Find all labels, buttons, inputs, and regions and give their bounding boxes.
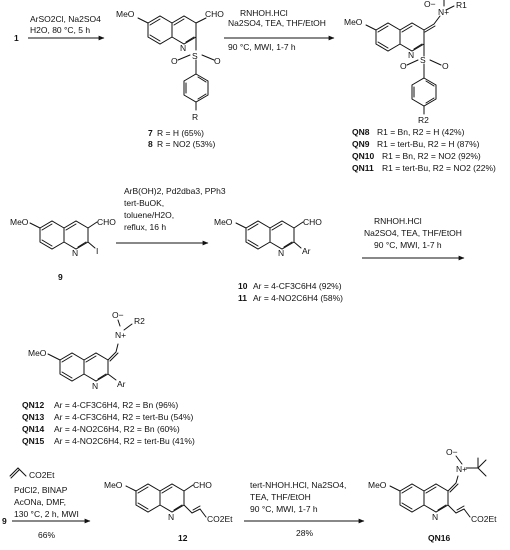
cho-label-10: CHO xyxy=(303,217,322,227)
product-11-id: 11 xyxy=(238,293,247,303)
cho-label-9: CHO xyxy=(97,217,116,227)
product-qn14-id: QN14 xyxy=(22,424,44,434)
n-label-qn12: N xyxy=(92,381,98,391)
meo-label-qn16: MeO xyxy=(368,480,387,490)
i-label-9: I xyxy=(96,246,98,256)
product-7-id: 7 xyxy=(148,128,153,138)
r-label-7: R xyxy=(192,112,198,122)
s-label-7: S xyxy=(192,51,198,61)
product-11-text: Ar = 4-NO2C6H4 (58%) xyxy=(253,293,343,303)
step6-line1: tert-NHOH.HCl, Na2SO4, xyxy=(250,480,346,490)
product-qn8-id: QN8 xyxy=(352,127,370,137)
step3-line2: tert-BuOK, xyxy=(124,198,164,208)
r2-label-qn8: R2 xyxy=(418,115,429,125)
co2et-label-reagent: CO2Et xyxy=(29,470,55,480)
n-label-7: N xyxy=(180,43,186,53)
s-label-qn8: S xyxy=(420,55,426,65)
step6-line3: 90 °C, MWI, 1-7 h xyxy=(250,504,318,514)
cho-label-7: CHO xyxy=(205,9,224,19)
product-qn15-text: Ar = 4-NO2C6H4, R2 = tert-Bu (41%) xyxy=(54,436,195,446)
compound-1-label: 1 xyxy=(14,33,19,43)
product-10-text: Ar = 4-CF3C6H4 (92%) xyxy=(253,281,342,291)
nplus-label-qn16: N+ xyxy=(456,464,467,474)
compound-10-11-structure xyxy=(235,220,304,250)
product-qn9-id: QN9 xyxy=(352,139,370,149)
step2-line2: Na2SO4, TEA, THF/EtOH xyxy=(228,18,326,28)
o-label-qn8b: O xyxy=(442,61,449,71)
r2-label-qn12: R2 xyxy=(134,316,145,326)
ar-label-10: Ar xyxy=(302,246,311,256)
product-qn14-text: Ar = 4-NO2C6H4, R2 = Bn (60%) xyxy=(54,424,180,434)
meo-label-12: MeO xyxy=(104,480,123,490)
product-qn11-id: QN11 xyxy=(352,163,374,173)
ominus-label-qn16: O− xyxy=(446,447,458,457)
meo-label-qn12: MeO xyxy=(28,348,47,358)
step6-yield: 28% xyxy=(296,528,313,538)
product-qn12-text: Ar = 4-CF3C6H4, R2 = Bn (96%) xyxy=(54,400,178,410)
meo-label-7: MeO xyxy=(116,9,135,19)
n-label-qn8: N xyxy=(408,50,414,60)
compound-9-structure xyxy=(29,220,98,250)
product-qn10-text: R1 = Bn, R2 = NO2 (92%) xyxy=(382,151,481,161)
ethyl-acrylate-structure xyxy=(9,467,27,479)
product-8-id: 8 xyxy=(148,139,153,149)
n-label-9: N xyxy=(72,248,78,258)
step5-yield: 66% xyxy=(38,530,55,540)
product-8-text: R = NO2 (53%) xyxy=(157,139,216,149)
compound-12-label: 12 xyxy=(178,533,188,543)
step5-line1: PdCl2, BINAP xyxy=(14,485,68,495)
step1-line1: ArSO2Cl, Na2SO4 xyxy=(30,14,101,24)
n-label-12: N xyxy=(168,512,174,522)
compound-9-row4-label: 9 xyxy=(2,516,7,526)
product-10-id: 10 xyxy=(238,281,248,291)
step3-line4: reflux, 16 h xyxy=(124,222,166,232)
co2et-label-qn16: CO2Et xyxy=(471,514,497,524)
step3-line1: ArB(OH)2, Pd2dba3, PPh3 xyxy=(124,186,226,196)
compound-qn16-label: QN16 xyxy=(428,533,450,543)
step4-line2: Na2SO4, TEA, THF/EtOH xyxy=(364,228,462,238)
nplus-label-qn12: N+ xyxy=(115,330,126,340)
r1-label-qn8: R1 xyxy=(456,0,467,10)
meo-label-10: MeO xyxy=(214,217,233,227)
product-qn11-text: R1 = tert-Bu, R2 = NO2 (22%) xyxy=(382,163,496,173)
n-label-10: N xyxy=(278,248,284,258)
compound-qn16-structure xyxy=(389,455,487,518)
product-7-text: R = H (65%) xyxy=(157,128,204,138)
ominus-label-qn8: O− xyxy=(424,0,436,9)
nplus-label-qn8: N+ xyxy=(438,7,449,17)
compound-qn12-15-structure xyxy=(47,319,133,382)
product-qn13-id: QN13 xyxy=(22,412,44,422)
o-label-7a: O xyxy=(171,56,178,66)
cho-label-12: CHO xyxy=(193,480,212,490)
compound-12-structure xyxy=(125,483,207,518)
n-label-qn16: N xyxy=(432,512,438,522)
step1-line2: H2O, 80 °C, 5 h xyxy=(30,25,90,35)
step2-line3: 90 °C, MWI, 1-7 h xyxy=(228,42,296,52)
meo-label-9: MeO xyxy=(10,217,29,227)
ar-label-qn12: Ar xyxy=(117,379,126,389)
o-label-7b: O xyxy=(214,56,221,66)
step3-line3: toluene/H2O, xyxy=(124,210,174,220)
step5-line2: AcONa, DMF, xyxy=(14,497,66,507)
product-qn10-id: QN10 xyxy=(352,151,374,161)
product-qn8-text: R1 = Bn, R2 = H (42%) xyxy=(377,127,465,137)
product-qn13-text: Ar = 4-CF3C6H4, R2 = tert-Bu (54%) xyxy=(54,412,194,422)
product-qn12-id: QN12 xyxy=(22,400,44,410)
step4-line1: RNHOH.HCl xyxy=(374,216,422,226)
product-qn9-text: R1 = tert-Bu, R2 = H (87%) xyxy=(377,139,480,149)
compound-qn8-11-structure xyxy=(365,0,455,115)
step4-line3: 90 °C, MWI, 1-7 h xyxy=(374,240,442,250)
o-label-qn8a: O xyxy=(400,61,407,71)
meo-label-qn8: MeO xyxy=(344,17,363,27)
compound-9-label: 9 xyxy=(58,272,63,282)
step5-line3: 130 °C, 2 h, MWI xyxy=(14,509,79,519)
compound-7-8-structure xyxy=(137,15,215,111)
product-qn15-id: QN15 xyxy=(22,436,44,446)
step6-line2: TEA, THF/EtOH xyxy=(250,492,311,502)
ominus-label-qn12: O− xyxy=(112,310,124,320)
co2et-label-12: CO2Et xyxy=(207,514,233,524)
step2-line1: RNHOH.HCl xyxy=(240,8,288,18)
